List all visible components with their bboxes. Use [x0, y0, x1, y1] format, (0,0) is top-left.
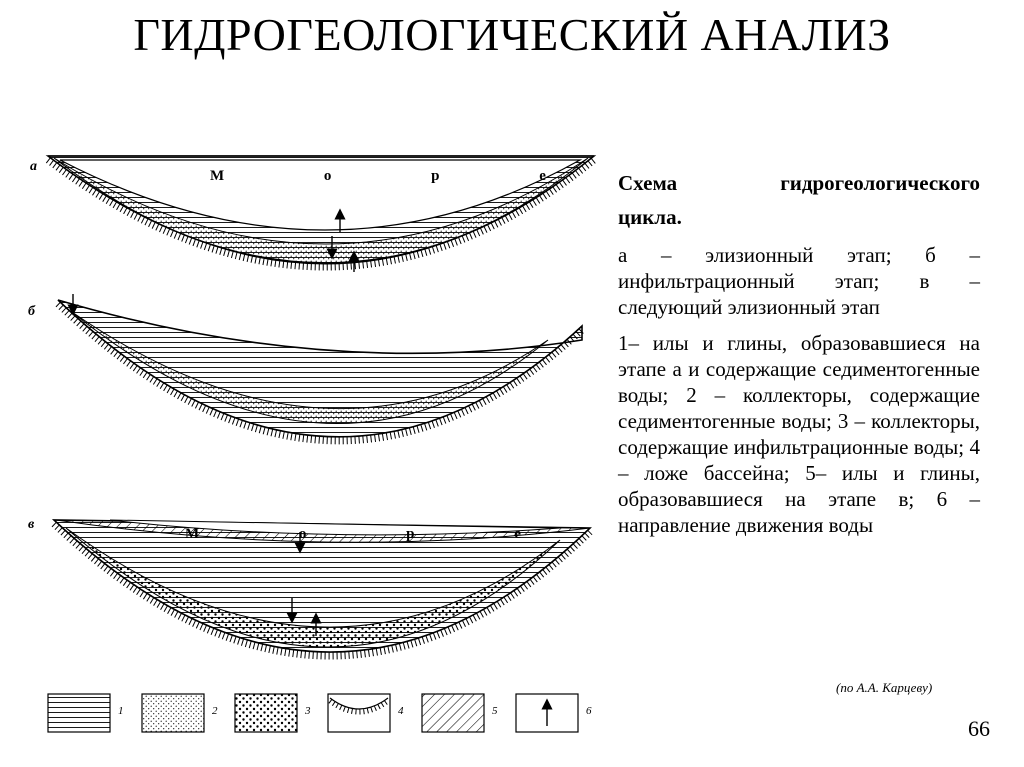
source-note: (по А.А. Карцеву) — [836, 680, 932, 696]
legend-number-2: 2 — [212, 705, 218, 717]
caption-heading-cont: цикла. — [618, 204, 980, 230]
legend-swatch-5 — [422, 694, 484, 732]
legend-number-3: 3 — [304, 705, 311, 717]
legend-number-5: 5 — [492, 705, 498, 717]
caption-stages: а – элизионный этап; б – инфильтрационны… — [618, 242, 980, 320]
legend-swatch-1 — [48, 694, 110, 732]
panel-a-sea-label: М о р е — [210, 168, 594, 184]
legend-number-1: 1 — [118, 705, 124, 717]
legend-number-4: 4 — [398, 705, 404, 717]
legend-swatch-3 — [235, 694, 297, 732]
caption-legend-text: 1– илы и глины, образовавшиеся на этапе … — [618, 330, 980, 538]
panel-a: а М о р е — [30, 156, 594, 272]
legend: 1 2 3 4 5 6 — [48, 694, 592, 732]
panel-a-label: а — [30, 159, 37, 174]
legend-swatch-4 — [328, 694, 390, 732]
caption-heading: Схема гидрогеологического — [618, 170, 980, 196]
panel-b-label: б — [28, 304, 36, 319]
panel-c: в М о р е — [28, 517, 590, 656]
page-number: 66 — [968, 716, 990, 742]
panel-c-label: в — [28, 517, 35, 532]
caption: Схема гидрогеологического цикла. а – эли… — [618, 170, 980, 548]
legend-swatch-2 — [142, 694, 204, 732]
panel-c-sea-label: М о р е — [185, 526, 569, 542]
panel-b: б — [28, 294, 582, 441]
legend-number-6: 6 — [586, 705, 592, 717]
